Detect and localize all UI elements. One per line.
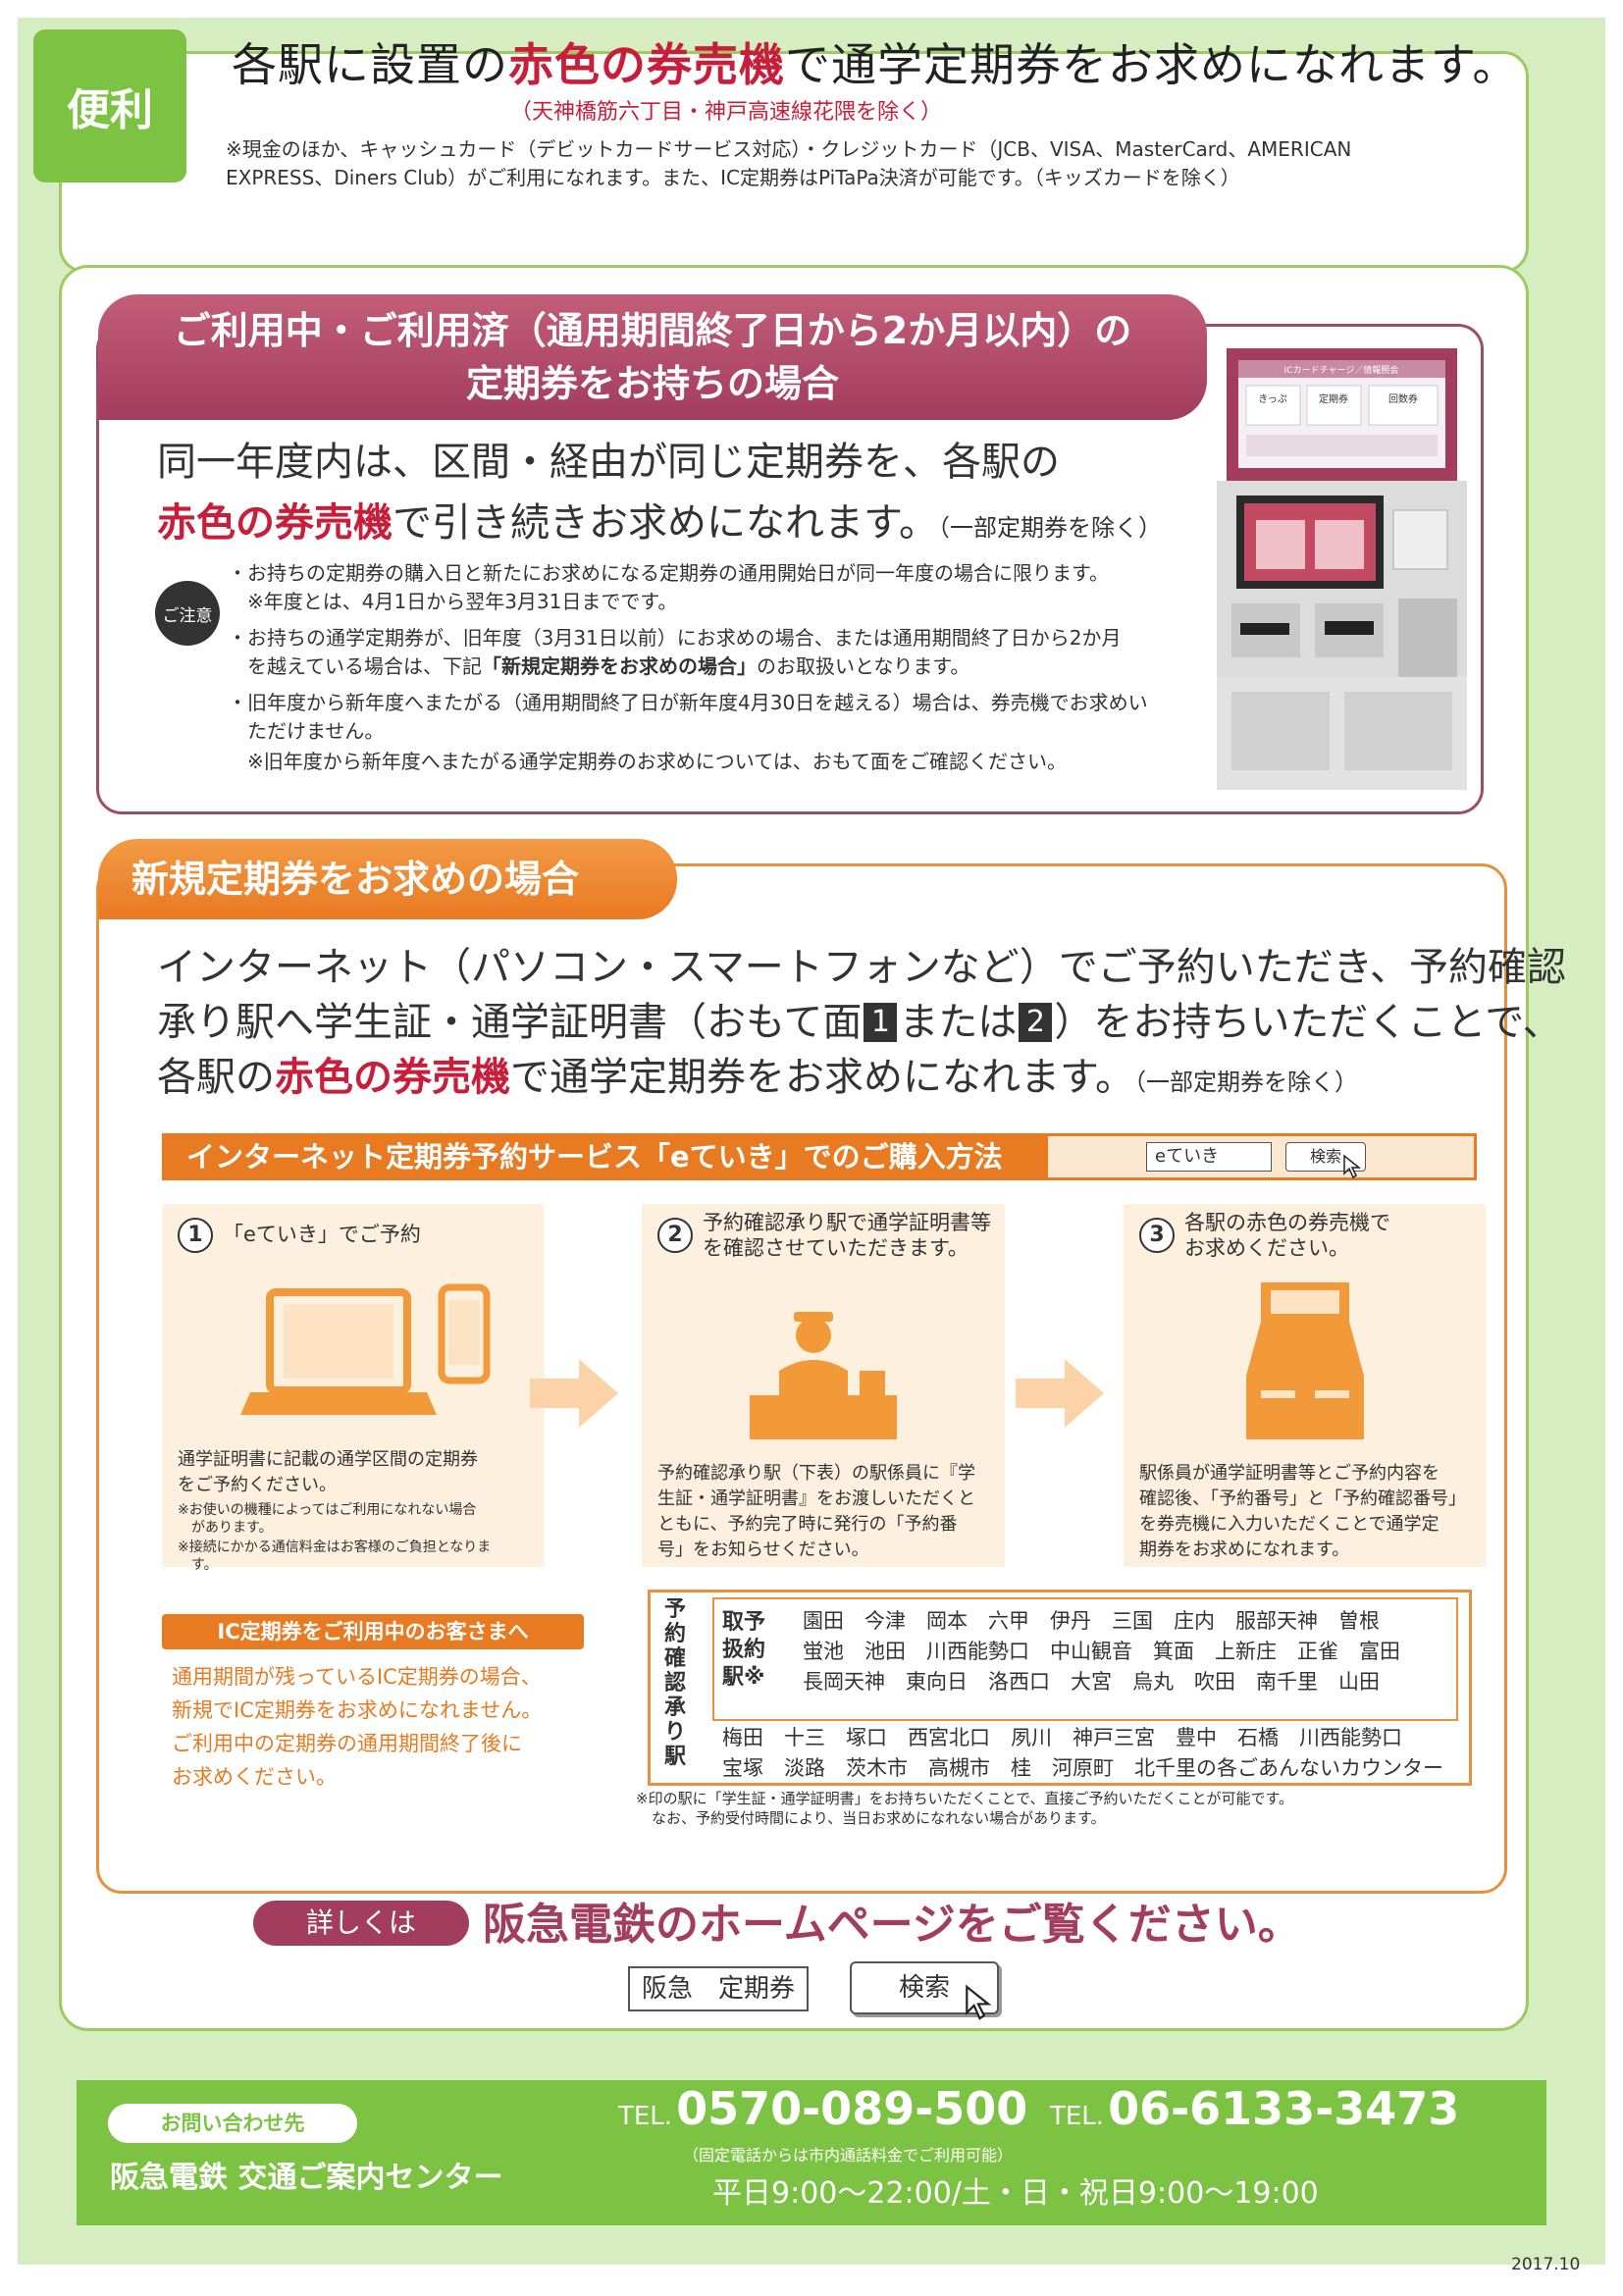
cursor-icon [1343, 1154, 1362, 1179]
section1-main-small: （一部定期券を除く） [938, 514, 1162, 542]
step-title: お求めください。 [1184, 1236, 1349, 1260]
step-desc-line: 期券をお求めになれます。 [1139, 1539, 1350, 1560]
step-desc-line: 駅係員が通学証明書等とご予約内容を [1139, 1463, 1440, 1484]
step-title: 予約確認承り駅で通学証明書等 [703, 1211, 991, 1234]
section2-line3: 各駅の赤色の券売機で通学定期券をお求めになれます。（一部定期券を除く） [157, 1055, 1358, 1100]
top-headline: 各駅に設置の赤色の券売機で通学定期券をお求めになれます。 [232, 38, 1519, 91]
issue-date: 2017.10 [1511, 2255, 1581, 2274]
station-staff-icon [750, 1312, 897, 1439]
step-3-card: 3 各駅の赤色の券売機で お求めください。 駅係員が通学証明書等とご予約内容を … [1124, 1204, 1487, 1567]
tel-note: （固定電話からは市内通話料金でご利用可能） [683, 2146, 1014, 2165]
laptop-smartphone-icon [240, 1283, 491, 1415]
note-line: ・お持ちの通学定期券が、旧年度（3月31日以前）にお求めの場合、または通用期間終… [228, 626, 1122, 650]
contact-badge: お問い合わせ先 [108, 2104, 357, 2143]
station-line: 園田 今津 岡本 六甲 伊丹 三国 庄内 服部天神 曽根 [803, 1609, 1380, 1633]
ticket-machine-icon [1246, 1282, 1364, 1439]
step-desc-line: ともに、予約完了時に発行の「予約番 [657, 1514, 958, 1535]
step-small-line: ※お使いの機種によってはご利用になれない場合 [178, 1502, 477, 1518]
machine-ticket-label: きっぷ [1258, 393, 1287, 405]
eteiki-search-input[interactable]: eていき [1146, 1142, 1272, 1172]
eteiki-bar-title: インターネット定期券予約サービス「eていき」でのご購入方法 [186, 1140, 1003, 1174]
step-title: 各駅の赤色の券売機で [1184, 1211, 1390, 1234]
station-line: 宝塚 淡路 茨木市 高槻市 桂 河原町 北千里の各ごあんないカウンター [722, 1756, 1443, 1780]
step-number: 1 [178, 1218, 213, 1253]
benefit-badge: 便利 [33, 29, 186, 183]
front-item-1-badge: 1 [864, 1003, 898, 1042]
homepage-search-input[interactable]: 阪急 定期券 [628, 1966, 809, 2011]
station-line: 長岡天神 東向日 洛西口 大宮 烏丸 吹田 南千里 山田 [803, 1670, 1380, 1694]
note-line: ただけません。 [228, 719, 385, 743]
stations-inner-box [712, 1597, 1458, 1721]
machine-kaisuken-label: 回数券 [1388, 392, 1418, 405]
section1-main-text: 同一年度内は、区間・経由が同じ定期券を、各駅の 赤色の券売機で引き続きお求めにな… [157, 432, 1162, 558]
section2-header: 新規定期券をお求めの場合 [98, 839, 677, 919]
step-number: 3 [1139, 1218, 1175, 1253]
section1-header-line1: ご利用中・ご利用済（通用期間終了日から2か月以内）の [173, 309, 1132, 352]
arrow-right-icon [1016, 1359, 1104, 1428]
business-hours: 平日9:00〜22:00/土・日・祝日9:00〜19:00 [712, 2176, 1319, 2211]
step-1-card: 1 「eていき」でご予約 通学証明書に記載の通学区間の定期券 をご予約ください。… [162, 1204, 545, 1573]
tel-2[interactable]: TEL.06-6133-3473 [1050, 2082, 1460, 2135]
step-small-line: す。 [178, 1557, 218, 1573]
stations-vertical-label: 予約確認承り駅 [663, 1597, 686, 1769]
step-desc-line: を券売機に入力いただくことで通学定 [1139, 1514, 1440, 1535]
note-line: を越えている場合は、下記「新規定期券をお求めの場合」のお取扱いとなります。 [228, 654, 970, 678]
ic-notice-title: IC定期券をご利用中のお客さまへ [162, 1614, 584, 1649]
top-subnote: （天神橋筋六丁目・神戸高速線花隈を除く） [510, 100, 943, 125]
machine-top-label: ICカードチャージ／情報照会 [1284, 364, 1399, 376]
stations-note: ※印の駅に「学生証・通学証明書」をお持ちいただくことで、直接ご予約いただくことが… [636, 1790, 1294, 1827]
step-title: を確認させていただきます。 [703, 1236, 969, 1260]
note-line: ・お持ちの定期券の購入日と新たにお求めになる定期券の通用開始日が同一年度の場合に… [228, 561, 1109, 585]
step-small-line: ※接続にかかる通信料金はお客様のご負担となりま [178, 1539, 492, 1555]
step-desc-line: 号」をお知らせください。 [657, 1539, 869, 1560]
details-text: 阪急電鉄のホームページをご覧ください。 [483, 1900, 1301, 1950]
ticket-machine-illustration: ICカードチャージ／情報照会 きっぷ 定期券 回数券 [1217, 348, 1467, 790]
step-number: 2 [657, 1218, 693, 1253]
section1-main-line2: で引き続きお求めになれます。 [393, 500, 938, 546]
station-line: 梅田 十三 塚口 西宮北口 夙川 神戸三宮 豊中 石橋 川西能勢口 [722, 1726, 1402, 1749]
step-desc-line: 生証・通学証明書』をお渡しいただくと [657, 1488, 975, 1509]
step-2-card: 2 予約確認承り駅で通学証明書等 を確認させていただきます。 予約確認承り駅（下… [642, 1204, 1005, 1567]
step-title: 「eていき」でご予約 [223, 1223, 421, 1246]
section1-header-line2: 定期券をお持ちの場合 [465, 362, 839, 405]
section2-main-text: インターネット（パソコン・スマートフォンなど）でご予約いただき、予約確認 承り駅… [157, 940, 1566, 1110]
center-name: 阪急電鉄 交通ご案内センター [110, 2161, 503, 2195]
details-badge: 詳しくは [253, 1901, 469, 1946]
step-desc-line: 確認後、「予約番号」と「予約確認番号」 [1139, 1488, 1466, 1509]
section1-header: ご利用中・ご利用済（通用期間終了日から2か月以内）の 定期券をお持ちの場合 [98, 294, 1207, 420]
ic-notice-text: 通用期間が残っているIC定期券の場合、 新規でIC定期券をお求めになれません。 … [172, 1665, 543, 1789]
front-item-2-badge: 2 [1019, 1003, 1053, 1042]
step-desc-line: をご予約ください。 [178, 1475, 337, 1495]
step-small-line: があります。 [178, 1520, 273, 1536]
station-line: 蛍池 池田 川西能勢口 中山観音 箕面 上新庄 正雀 富田 [803, 1640, 1400, 1663]
note-line: ※旧年度から新年度へまたがる通学定期券のお求めについては、おもて面をご確認くださ… [228, 750, 1067, 773]
note-line: ※年度とは、4月1日から翌年3月31日までです。 [228, 590, 678, 613]
caution-badge: ご注意 [155, 581, 220, 646]
red-machine-text: 赤色の券売機 [157, 500, 393, 546]
cursor-icon [966, 1984, 992, 2020]
section1-main-line1: 同一年度内は、区間・経由が同じ定期券を、各駅の [157, 440, 1060, 485]
tel-1[interactable]: TEL.0570-089-500 [618, 2082, 1028, 2135]
stations-inner-label: 取予扱約駅※ [722, 1610, 766, 1690]
machine-teiki-label: 定期券 [1319, 392, 1348, 405]
step-desc-line: 通学証明書に記載の通学区間の定期券 [178, 1449, 478, 1470]
payment-note: ※現金のほか、キャッシュカード（デビットカードサービス対応）・クレジットカード（… [226, 137, 1352, 189]
note-line: ・旧年度から新年度へまたがる（通用期間終了日が新年度4月30日を越える）場合は、… [228, 691, 1148, 714]
step-desc-line: 予約確認承り駅（下表）の駅係員に『学 [657, 1463, 975, 1484]
section2-line1: インターネット（パソコン・スマートフォンなど）でご予約いただき、予約確認 [157, 945, 1566, 990]
benefit-box [59, 51, 1529, 273]
arrow-right-icon [530, 1359, 618, 1428]
